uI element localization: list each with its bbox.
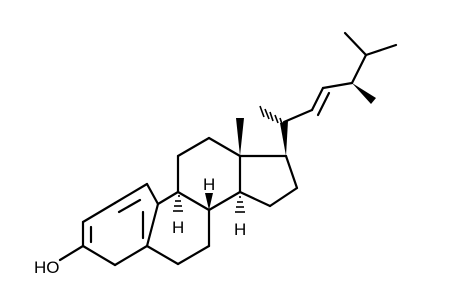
c14-h-label: H [234,220,246,239]
c9-h-hashed [173,195,183,212]
c14-h-hashed [235,196,245,213]
ring-d [238,154,299,208]
c8-h-label: H [203,175,215,194]
side-chain [282,31,398,124]
c9-h-label: H [172,218,184,237]
ring-b [145,190,211,266]
c17-sidechain-wedge [280,121,288,156]
ring-a-aromatic [81,182,160,267]
ring-c [176,136,242,212]
hydroxyl-bond [58,244,85,262]
c8-h-wedge [205,193,213,210]
c20-methyl-hashed [259,105,283,125]
c24-methyl-wedge [352,83,376,104]
hydroxyl-label: HO [34,258,60,277]
c13-methyl-wedge [236,118,244,156]
